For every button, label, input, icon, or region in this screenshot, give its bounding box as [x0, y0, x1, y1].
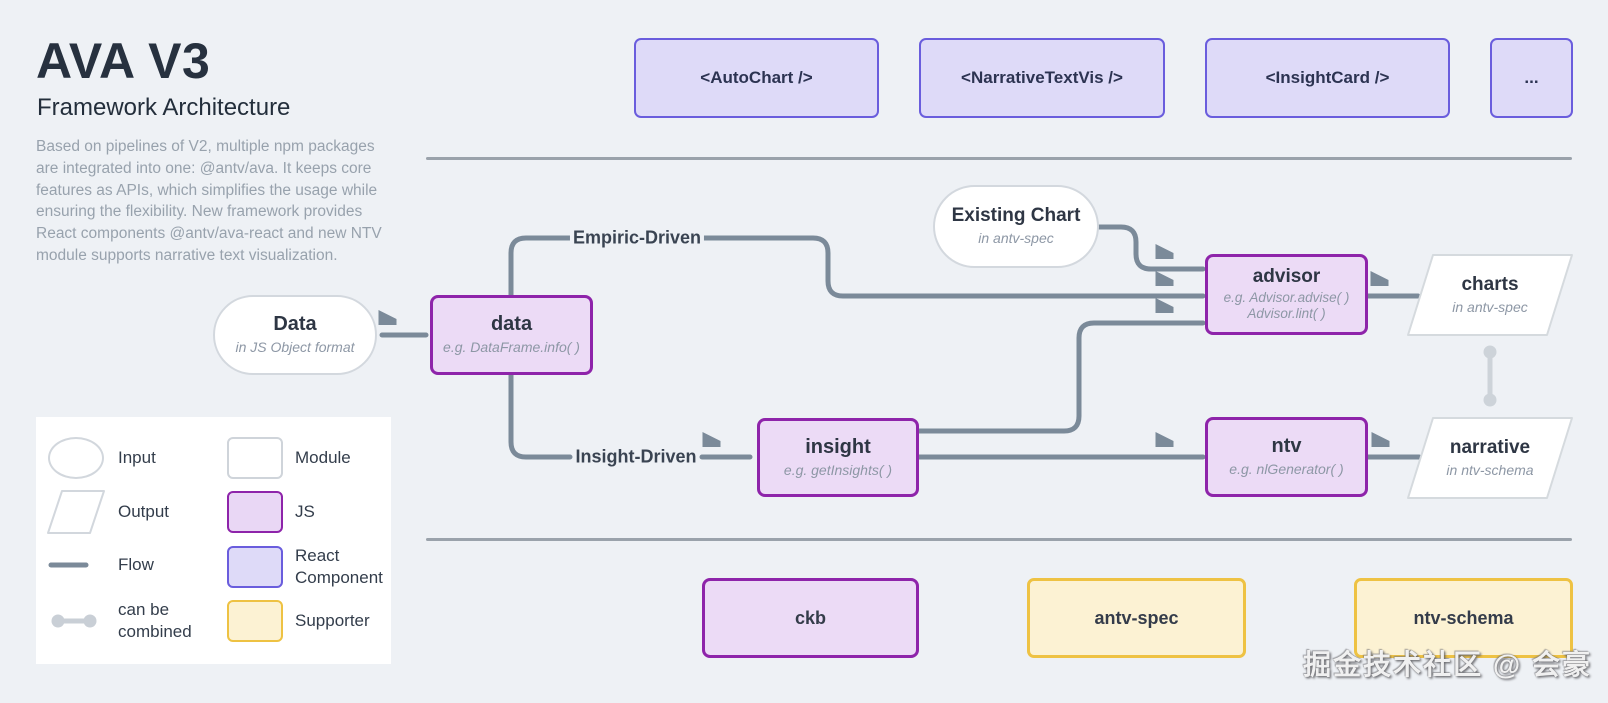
- supporter-antv-spec: antv-spec: [1027, 578, 1246, 658]
- legend-label-output: Output: [118, 502, 170, 521]
- node-title: advisor: [1252, 265, 1321, 287]
- node-title: ntv-schema: [1413, 607, 1514, 628]
- node-title: narrative: [1449, 436, 1531, 458]
- legend-label-module: Module: [295, 448, 351, 467]
- legend-label-supporter: Supporter: [295, 611, 370, 630]
- description-line: features as APIs, which simplifies the u…: [36, 181, 378, 199]
- description-line: React components @antv/ava-react and new…: [36, 225, 382, 243]
- page-subtitle: Framework Architecture: [37, 94, 291, 121]
- node-title: ntv: [1271, 435, 1302, 458]
- js-module-ntv: ntv e.g. nlGenerator( ): [1205, 417, 1368, 497]
- node-subtitle: e.g. getInsights( ): [783, 461, 893, 478]
- node-title: antv-spec: [1094, 607, 1179, 628]
- legend-label-line: can be: [118, 600, 170, 619]
- js-module-data: data e.g. DataFrame.info( ): [430, 295, 593, 375]
- react-component-insightcard: <InsightCard />: [1205, 38, 1450, 118]
- react-component-narrativetextvis: <NarrativeTextVis />: [919, 38, 1165, 118]
- legend-panel: Input Output Flow can be combined Module…: [36, 417, 391, 664]
- js-swatch: [227, 491, 283, 533]
- node-subtitle: e.g. DataFrame.info( ): [443, 339, 580, 356]
- node-title: ckb: [794, 607, 827, 628]
- supporter-swatch: [227, 600, 283, 642]
- react-component-label: <AutoChart />: [700, 68, 813, 87]
- node-title: charts: [1461, 273, 1519, 295]
- node-title: data: [490, 313, 533, 336]
- node-title: insight: [805, 435, 871, 458]
- js-module-advisor: advisor e.g. Advisor.advise( ) Advisor.l…: [1205, 254, 1368, 335]
- edge-existingchart-to-advisor: [1096, 224, 1206, 272]
- description: Based on pipelines of V2, multiple npm p…: [36, 136, 382, 267]
- react-component-autochart: <AutoChart />: [634, 38, 879, 118]
- legend-label-input: Input: [118, 448, 156, 467]
- js-module-ckb: ckb: [702, 578, 919, 658]
- node-subtitle: in antv-spec: [978, 230, 1054, 247]
- legend-label-line: React: [295, 546, 340, 565]
- legend-label-js: JS: [295, 502, 315, 521]
- edge-data-down-to-insight-label: [508, 372, 573, 460]
- flow-arrow-icon: [48, 562, 89, 568]
- legend-label-line: combined: [118, 622, 192, 641]
- node-subtitle: in JS Object format: [235, 339, 355, 356]
- react-component-more: ...: [1490, 38, 1573, 118]
- page-title: AVA V3: [36, 33, 211, 89]
- description-line: Based on pipelines of V2, multiple npm p…: [36, 138, 375, 155]
- legend-label-line: Component: [295, 568, 383, 587]
- module-swatch: [227, 437, 283, 479]
- node-title: Data: [273, 313, 317, 336]
- edge-label-empiric-driven: Empiric-Driven: [569, 226, 705, 250]
- node-subtitle: e.g. Advisor.advise( ): [1223, 289, 1350, 305]
- node-title: Existing Chart: [951, 205, 1081, 227]
- supporter-ntv-schema: ntv-schema: [1354, 578, 1573, 658]
- combine-link-charts-narrative: [1483, 345, 1497, 407]
- output-shape-icon: [47, 490, 105, 534]
- legend-label-react-component: React Component: [295, 545, 383, 589]
- js-module-insight: insight e.g. getInsights( ): [757, 418, 919, 497]
- edge-data-up-to-empiric-label: [508, 235, 573, 298]
- react-component-label: <NarrativeTextVis />: [961, 68, 1123, 87]
- divider-bottom: [426, 538, 1572, 541]
- legend-label-can-be-combined: can be combined: [118, 599, 192, 643]
- react-component-swatch: [227, 546, 283, 588]
- divider-top: [426, 157, 1572, 160]
- description-line: are integrated into one: @antv/ava. It k…: [36, 159, 372, 177]
- node-subtitle: e.g. nlGenerator( ): [1229, 461, 1344, 478]
- watermark: 掘金技术社区 @ 会豪: [1303, 649, 1592, 680]
- output-node-narrative: narrative in ntv-schema: [1408, 418, 1572, 498]
- react-component-label: ...: [1524, 68, 1539, 87]
- react-component-label: <InsightCard />: [1265, 68, 1390, 87]
- output-node-charts: charts in antv-spec: [1408, 255, 1572, 335]
- description-line: module supports narrative text visualiza…: [36, 246, 338, 264]
- combine-link-icon: [51, 614, 97, 628]
- input-node-existing-chart: Existing Chart in antv-spec: [933, 185, 1099, 268]
- description-line: ensuring the flexibility. New framework …: [36, 203, 363, 221]
- input-node-data: Data in JS Object format: [213, 295, 377, 375]
- node-subtitle: Advisor.lint( ): [1247, 306, 1326, 322]
- input-shape-icon: [48, 437, 104, 479]
- edge-insight-to-advisor: [916, 323, 1206, 434]
- node-subtitle: in antv-spec: [1452, 298, 1528, 315]
- legend-label-flow: Flow: [118, 555, 154, 574]
- node-subtitle: in ntv-schema: [1446, 461, 1534, 478]
- edge-label-insight-driven: Insight-Driven: [572, 445, 700, 469]
